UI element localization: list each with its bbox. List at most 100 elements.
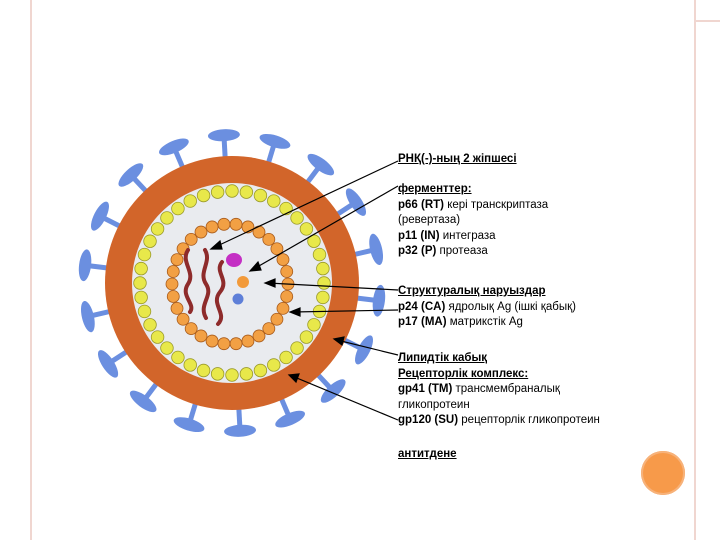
- capsid-bead: [276, 253, 290, 266]
- rna-strand-3: [214, 260, 226, 326]
- p24-code: p24 (CA): [398, 300, 446, 313]
- arrowhead-lipid: [332, 336, 345, 347]
- capsid-bead-ring: [165, 217, 295, 351]
- label-rna: РНҚ(-)-ның 2 жіпшесі: [398, 152, 517, 168]
- matrix-bead: [307, 318, 321, 332]
- antigen-title: антитдене: [398, 448, 457, 460]
- capsid-bead: [229, 337, 243, 351]
- arrow-lipid: [336, 339, 399, 356]
- capsid-bead: [205, 334, 219, 348]
- arrow-enzymes: [251, 185, 399, 271]
- capsid-bead: [270, 312, 284, 326]
- matrix-bead: [225, 184, 239, 198]
- label-antigen: антитдене: [398, 447, 457, 463]
- capsid-bead: [194, 225, 208, 239]
- spike-head: [158, 138, 189, 156]
- frame-line-right: [694, 0, 696, 540]
- matrix-bead: [299, 222, 314, 236]
- capsid-bead: [194, 329, 208, 343]
- matrix-bead: [171, 201, 185, 216]
- capsid-bead: [170, 302, 184, 315]
- structural-title: Структуралық наруыздар: [398, 285, 546, 297]
- capsid-bead: [262, 233, 276, 246]
- p66-text: кері транскриптаза: [444, 198, 549, 211]
- label-structural: Структуралық наруыздар p24 (CA) ядролық …: [398, 284, 576, 331]
- matrix-bead: [143, 318, 157, 332]
- arrowhead-structural-1: [263, 278, 276, 288]
- capsid-bead: [276, 302, 290, 315]
- arrow-rna: [212, 160, 399, 249]
- capsid-bead: [241, 334, 255, 348]
- label-enzymes: ферменттер: p66 (RT) кері транскриптаза …: [398, 182, 548, 260]
- matrix-bead: [137, 247, 152, 262]
- spike-head: [355, 335, 374, 365]
- capsid-bead: [217, 337, 231, 351]
- matrix-bead: [210, 367, 225, 381]
- matrix-bead: [239, 367, 254, 381]
- reverse-transcriptase-enzyme: [237, 276, 249, 288]
- p24-text: ядролық Ag (ішкі қабық): [445, 300, 576, 313]
- rna-strands: [183, 248, 226, 326]
- p66-code: p66 (RT): [398, 198, 444, 211]
- matrix-bead: [316, 261, 330, 276]
- matrix-bead: [239, 185, 254, 199]
- capsid-bead: [229, 217, 243, 231]
- matrix-bead: [210, 185, 225, 199]
- capsid-bead: [176, 312, 190, 326]
- matrix-bead: [299, 330, 314, 344]
- arrowhead-rna: [209, 239, 223, 250]
- capsid-bead: [280, 290, 294, 303]
- label-envelope: Липидтік кабық Рецепторлік комплекс: gp4…: [398, 351, 600, 429]
- protease-enzyme: [232, 293, 244, 305]
- decorative-circle: [641, 451, 685, 495]
- spike-head: [129, 390, 157, 413]
- matrix-bead: [290, 341, 304, 355]
- arrow-structural-2: [292, 309, 399, 313]
- arrow-structural-1: [267, 282, 399, 291]
- p66-text2: (ревертаза): [398, 214, 461, 226]
- capsid-bead: [217, 217, 231, 231]
- pointer-arrows: [209, 160, 399, 421]
- spike-head: [173, 417, 205, 433]
- matrix-bead: [290, 211, 304, 225]
- gp41-text2: гликопротеин: [398, 398, 470, 411]
- spike-head: [307, 153, 335, 176]
- matrix-bead: [316, 290, 330, 305]
- enzymes-title: ферменттер:: [398, 183, 472, 195]
- capsid-bead: [166, 265, 180, 278]
- matrix-bead: [253, 363, 268, 378]
- capsid-bead: [205, 220, 219, 234]
- capsid-bead: [252, 329, 266, 343]
- matrix-bead: [196, 363, 211, 378]
- arrowhead-enzymes: [248, 260, 262, 272]
- matrix-bead: [160, 211, 174, 225]
- lipid-title: Липидтік кабық: [398, 352, 488, 364]
- rna-title: РНҚ(-)-ның 2 жіпшесі: [398, 153, 517, 165]
- capsid-bead: [262, 322, 276, 335]
- spike-head: [320, 379, 346, 403]
- spike-head: [372, 284, 386, 317]
- capsid-bead: [170, 253, 184, 266]
- matrix-bead: [183, 358, 197, 372]
- gp41-code: gp41 (TM): [398, 383, 453, 395]
- arrowhead-receptor: [287, 373, 300, 384]
- matrix-bead: [134, 290, 148, 305]
- p17-text: матрикстік Ag: [446, 316, 523, 328]
- matrix-bead: [150, 222, 165, 236]
- arrow-receptor: [291, 375, 399, 421]
- matrix-bead: [312, 247, 327, 262]
- p11-text: интеграза: [439, 229, 496, 242]
- spike-head: [78, 249, 92, 282]
- gp41-text: трансмембраналық: [452, 383, 560, 395]
- rna-strand-2: [201, 248, 211, 320]
- p11-code: p11 (IN): [398, 229, 440, 242]
- frame-line-left: [30, 0, 32, 540]
- matrix-bead: [134, 261, 148, 276]
- capsid-bead: [280, 265, 294, 278]
- frame-line-top: [694, 20, 720, 22]
- capsid-bead: [165, 277, 179, 291]
- spike-head: [275, 410, 306, 428]
- capsid-bead: [184, 233, 198, 246]
- p32-code: p32 (P): [398, 245, 437, 257]
